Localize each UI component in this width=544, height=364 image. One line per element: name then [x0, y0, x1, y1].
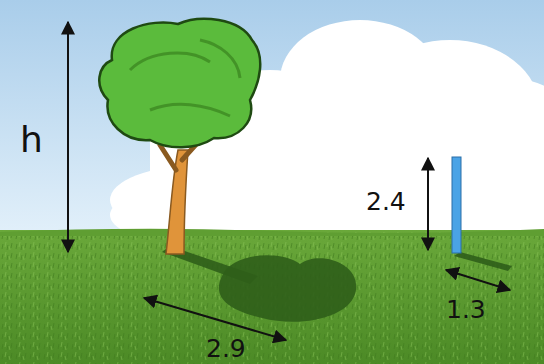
pole: [452, 157, 461, 253]
sky: [0, 0, 544, 236]
height-label: h: [20, 122, 43, 158]
tree-shadow-label: 2.9: [206, 336, 246, 361]
horizon: [0, 229, 544, 236]
crown-shading: [130, 40, 240, 116]
tree-trunk: [166, 150, 188, 254]
tree-shadow: [219, 255, 356, 322]
grass: [0, 230, 544, 364]
pole-height-arrow: [427, 158, 429, 250]
pole-shadow: [454, 252, 512, 271]
tree-shadow-arrow: [144, 298, 286, 340]
pole-height-label: 2.4: [366, 189, 406, 214]
height-arrow: [67, 22, 69, 252]
pole-shadow-arrow: [446, 270, 510, 290]
tree-crown: [99, 19, 260, 147]
pole-shadow-label: 1.3: [446, 297, 486, 322]
grass-texture: [0, 230, 544, 364]
